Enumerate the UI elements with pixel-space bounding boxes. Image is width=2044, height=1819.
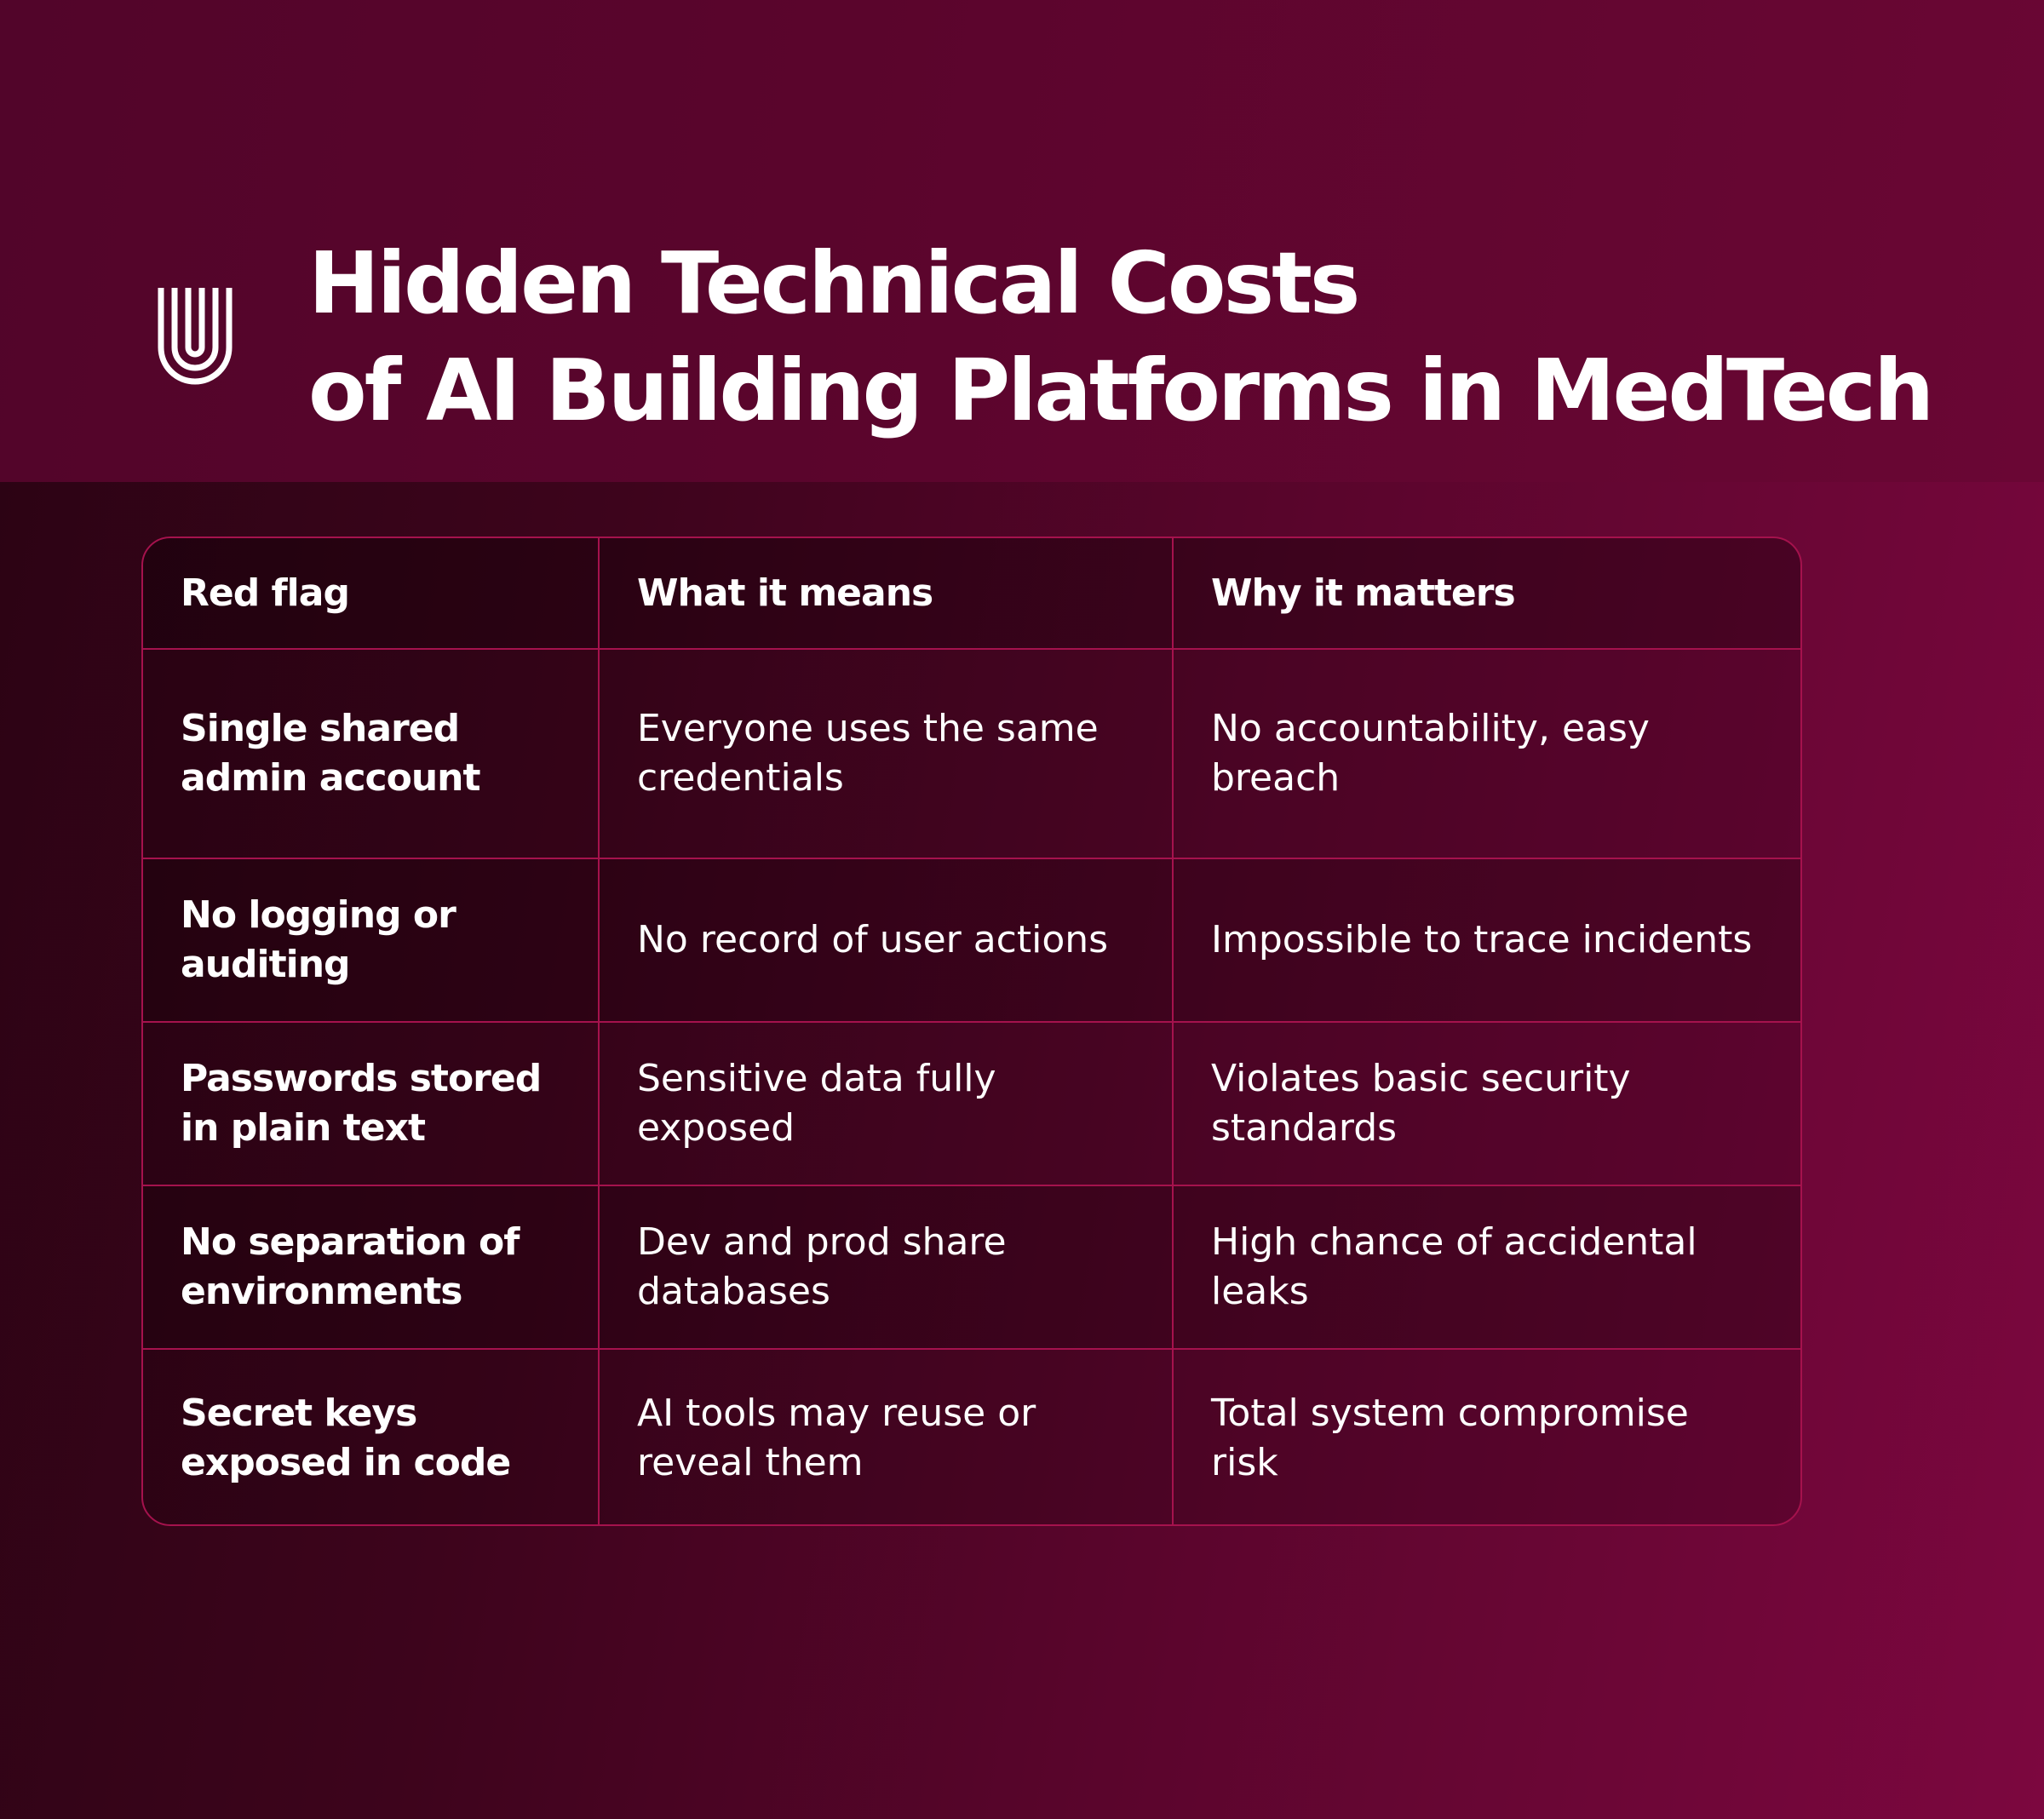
- cell-why-it-matters: Violates basic security standards: [1172, 1021, 1800, 1186]
- table-row: Passwords stored in plain text Sensitive…: [143, 1021, 1800, 1186]
- cell-what-it-means: Dev and prod share databases: [598, 1185, 1174, 1350]
- cell-what-it-means: Sensitive data fully exposed: [598, 1021, 1174, 1186]
- title-line-2: of AI Building Platforms in MedTech: [308, 341, 1934, 440]
- cell-red-flag: No logging or auditing: [143, 858, 600, 1023]
- title-line-1: Hidden Technical Costs: [308, 233, 1360, 333]
- table-row: Single shared admin account Everyone use…: [143, 648, 1800, 859]
- cell-why-it-matters: No accountability, easy breach: [1172, 648, 1800, 859]
- page-title: Hidden Technical Costs of AI Building Pl…: [308, 230, 1934, 445]
- u-logo-icon: [158, 288, 233, 385]
- cell-red-flag: Secret keys exposed in code: [143, 1348, 600, 1524]
- cell-what-it-means: No record of user actions: [598, 858, 1174, 1023]
- cell-why-it-matters: Total system compromise risk: [1172, 1348, 1800, 1524]
- cell-red-flag: Passwords stored in plain text: [143, 1021, 600, 1186]
- table-header-row: Red flag What it means Why it matters: [143, 538, 1800, 650]
- cell-why-it-matters: Impossible to trace incidents: [1172, 858, 1800, 1023]
- header-why-it-matters: Why it matters: [1172, 538, 1800, 650]
- header-red-flag: Red flag: [143, 538, 600, 650]
- cell-why-it-matters: High chance of accidental leaks: [1172, 1185, 1800, 1350]
- cell-red-flag: Single shared admin account: [143, 648, 600, 859]
- table-row: No logging or auditing No record of user…: [143, 858, 1800, 1023]
- cell-red-flag: No separation of environments: [143, 1185, 600, 1350]
- table-row: Secret keys exposed in code AI tools may…: [143, 1348, 1800, 1524]
- cell-what-it-means: AI tools may reuse or reveal them: [598, 1348, 1174, 1524]
- header-what-it-means: What it means: [598, 538, 1174, 650]
- table-row: No separation of environments Dev and pr…: [143, 1185, 1800, 1350]
- red-flags-table: Red flag What it means Why it matters Si…: [141, 537, 1802, 1526]
- cell-what-it-means: Everyone uses the same credentials: [598, 648, 1174, 859]
- header-band: Hidden Technical Costs of AI Building Pl…: [0, 0, 2044, 482]
